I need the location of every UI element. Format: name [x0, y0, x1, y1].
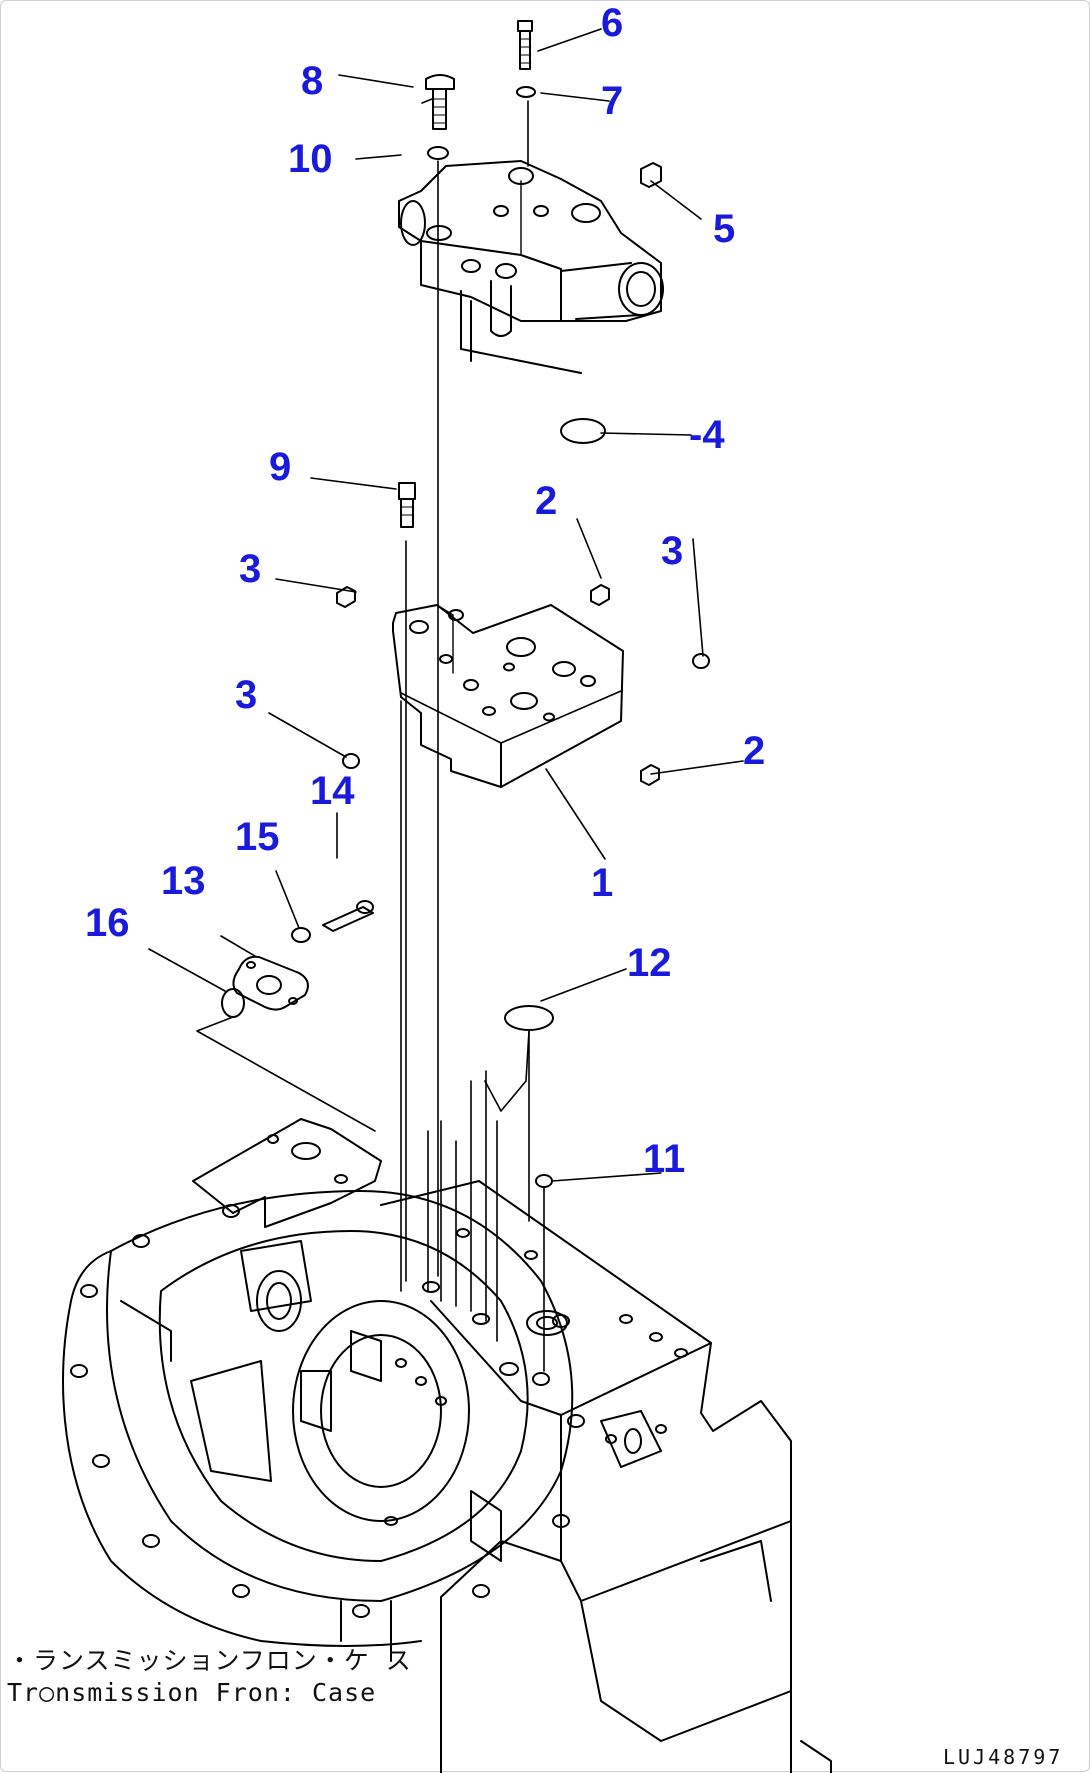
callout-11: 11 — [643, 1137, 686, 1181]
callout-2a: 2 — [535, 479, 558, 523]
plug-3c — [342, 753, 360, 769]
callout-14: 14 — [310, 769, 355, 813]
caption-english: Tr○nsmission Fron: Case — [7, 1678, 377, 1707]
pin-11 — [535, 1174, 553, 1188]
plug-2a — [590, 584, 610, 606]
gasket-12 — [504, 1005, 554, 1031]
callout-5: 5 — [713, 207, 736, 251]
callout-9: 9 — [269, 445, 292, 489]
washer-10 — [427, 146, 449, 160]
washer-7 — [516, 86, 536, 98]
sensor-14 — [322, 900, 374, 932]
washer-15 — [291, 927, 311, 943]
caption-japanese: ・ランスミッションフロン・ケ ス — [7, 1646, 412, 1675]
plug-5 — [640, 162, 662, 188]
assembly-guides — [400, 100, 545, 1372]
callout-15: 15 — [235, 815, 280, 859]
plug-3a — [336, 586, 356, 608]
callout-13: 13 — [161, 859, 206, 903]
callout-8: 8 — [301, 59, 324, 103]
figure-code: LUJ48797 — [943, 1745, 1064, 1769]
plug-9 — [398, 482, 416, 528]
callout-3c: 3 — [235, 673, 258, 717]
o-ring-16 — [221, 988, 245, 1018]
plug-3b — [692, 653, 710, 669]
callout-3a: 3 — [661, 529, 684, 573]
callout-6: 6 — [601, 1, 624, 45]
upper-valve-body — [398, 160, 664, 374]
callout-4: -4 — [689, 413, 725, 457]
callout-7: 7 — [601, 79, 624, 123]
callout-3b: 3 — [239, 547, 262, 591]
callout-12: 12 — [627, 941, 672, 985]
callout-2b: 2 — [743, 729, 766, 773]
plug-2b — [640, 764, 660, 786]
callout-16: 16 — [85, 901, 130, 945]
leader-16-guide — [196, 1016, 376, 1132]
leader-lines — [148, 28, 744, 1182]
o-ring-4 — [560, 418, 606, 444]
middle-valve-block — [392, 604, 624, 788]
bolt-8 — [425, 74, 455, 130]
callout-10: 10 — [288, 137, 333, 181]
transmission-case — [62, 1118, 832, 1773]
bolt-6 — [517, 20, 533, 70]
callout-1: 1 — [591, 861, 614, 905]
